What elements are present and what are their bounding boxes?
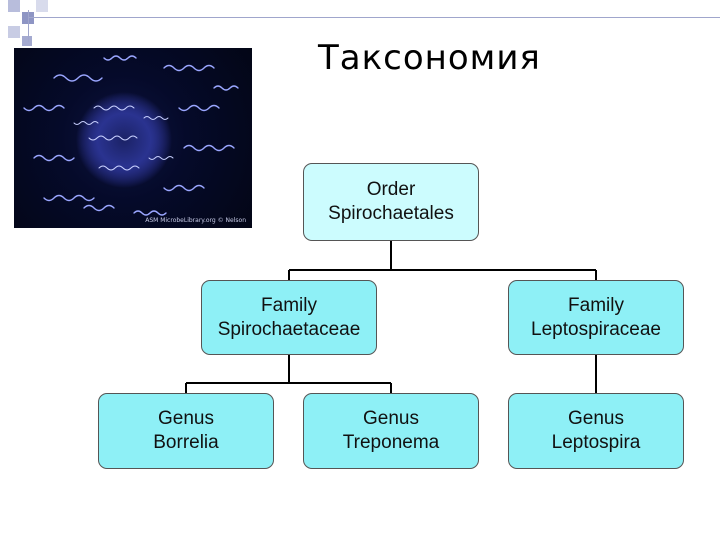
node-rank: Genus bbox=[158, 408, 214, 430]
node-rank: Family bbox=[261, 294, 317, 316]
node-order: Order Spirochaetales bbox=[303, 163, 479, 241]
node-genus-treponema: Genus Treponema bbox=[303, 393, 479, 469]
node-name: Borrelia bbox=[153, 432, 219, 453]
node-genus-borrelia: Genus Borrelia bbox=[98, 393, 274, 469]
side-rule bbox=[28, 10, 29, 42]
header-rule bbox=[28, 17, 720, 18]
node-name: Leptospiraceae bbox=[531, 318, 661, 340]
photo-credit: ASM MicrobeLibrary.org © Nelson bbox=[145, 217, 246, 224]
node-name: Spirochaetales bbox=[328, 203, 454, 224]
corner-decoration bbox=[0, 0, 60, 60]
node-name: Treponema bbox=[342, 432, 440, 453]
node-rank: Family bbox=[568, 294, 624, 316]
node-name: Leptospira bbox=[551, 432, 641, 453]
node-genus-leptospira: Genus Leptospira bbox=[508, 393, 684, 469]
page-title: Таксономия bbox=[318, 38, 541, 78]
node-family-leptospiraceae: Family Leptospiraceae bbox=[508, 280, 684, 355]
node-rank: Genus bbox=[363, 408, 419, 430]
node-name: Spirochaetaceae bbox=[217, 318, 361, 340]
node-family-spirochaetaceae: Family Spirochaetaceae bbox=[201, 280, 377, 355]
node-rank: Order bbox=[366, 179, 416, 201]
microscopy-image: ASM MicrobeLibrary.org © Nelson bbox=[14, 48, 252, 228]
node-rank: Genus bbox=[568, 408, 624, 430]
